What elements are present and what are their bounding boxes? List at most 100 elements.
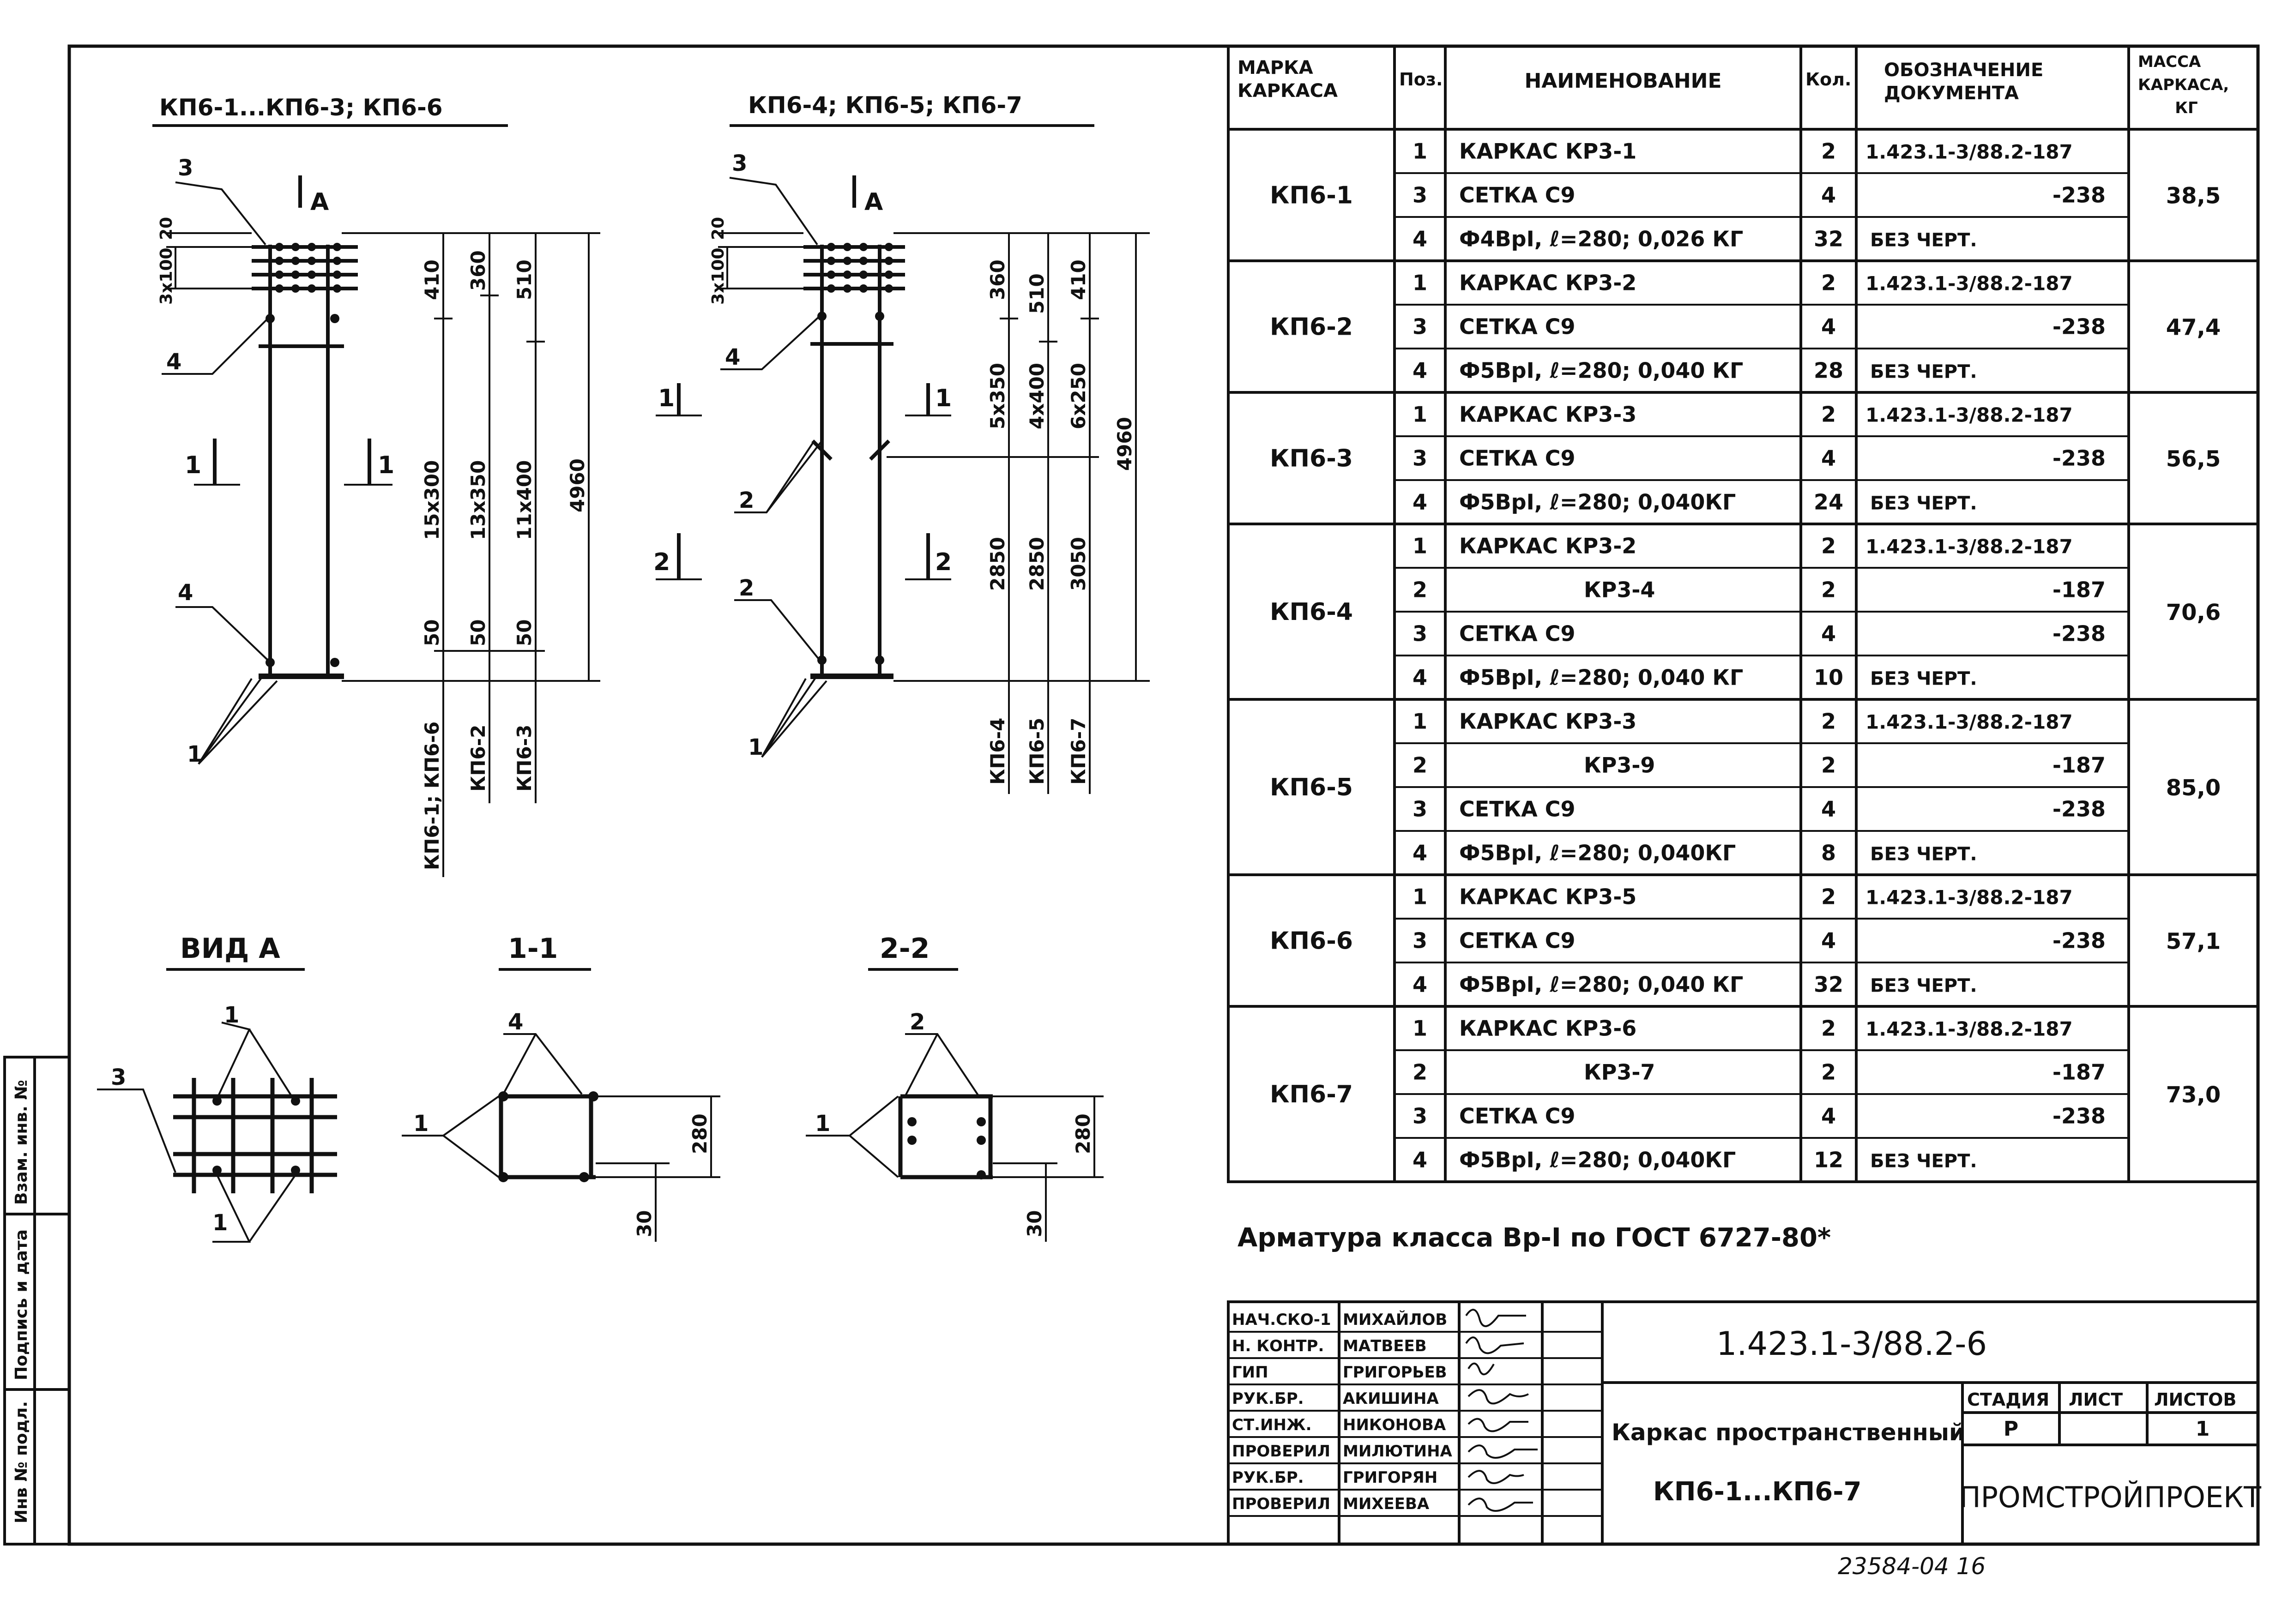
group-mark: КП6-6 <box>1270 927 1353 955</box>
row-name: СЕТКА С9 <box>1459 314 1576 339</box>
side-inv-orig: Инв № подл. <box>12 1401 31 1523</box>
row-name: КАРКАС КР3-1 <box>1459 139 1636 164</box>
row-qty: 4 <box>1821 621 1836 646</box>
row-pos: 1 <box>1413 402 1427 427</box>
row-pos: 3 <box>1413 928 1427 953</box>
right-sec2-label-b: 2 <box>935 548 952 576</box>
row-doc: 1.423.1-3/88.2-187 <box>1865 886 2073 909</box>
tb-role: НАЧ.СКО-1 <box>1232 1311 1331 1329</box>
right-elevation: КП6-4; КП6-5; КП6-7 А <box>653 92 1150 794</box>
row-doc: 1.423.1-3/88.2-187 <box>1865 711 2073 734</box>
sec-22-leader-1: 1 <box>815 1111 830 1137</box>
sheet-label: ЛИСТ <box>2069 1389 2123 1410</box>
group-mass: 47,4 <box>2166 315 2221 341</box>
row-doc: -187 <box>2053 753 2106 778</box>
tb-role: ПРОВЕРИЛ <box>1232 1495 1330 1513</box>
row-name: СЕТКА С9 <box>1459 183 1576 208</box>
row-qty: 8 <box>1821 841 1836 866</box>
left-c1-top: 410 <box>421 259 443 300</box>
signatures <box>1465 1309 1538 1512</box>
right-leader-1: 1 <box>748 734 763 760</box>
left-c4: 4960 <box>566 458 589 512</box>
row-qty: 4 <box>1821 446 1836 471</box>
row-pos: 3 <box>1413 183 1427 208</box>
left-col-label-2: КП6-2 <box>467 725 489 792</box>
doc-code: 1.423.1-3/88.2-6 <box>1716 1325 1987 1363</box>
sec-11-title: 1-1 <box>508 932 558 965</box>
left-c2-top: 360 <box>467 250 489 291</box>
row-pos: 1 <box>1413 139 1427 164</box>
row-pos: 1 <box>1413 709 1427 734</box>
sec-11-dim-280: 280 <box>688 1113 711 1154</box>
row-pos: 3 <box>1413 314 1427 339</box>
stage-label: СТАДИЯ <box>1967 1389 2049 1410</box>
row-pos: 4 <box>1413 490 1427 515</box>
tb-name: МАТВЕЕВ <box>1343 1337 1427 1355</box>
sec-22-leader-2: 2 <box>910 1009 925 1035</box>
row-qty: 32 <box>1814 972 1843 997</box>
row-qty: 4 <box>1821 928 1836 953</box>
row-doc: БЕЗ ЧЕРТ. <box>1870 493 1977 514</box>
row-doc: БЕЗ ЧЕРТ. <box>1870 844 1977 865</box>
row-doc: -238 <box>2053 314 2106 339</box>
right-c2-mid: 4х400 <box>1026 363 1048 429</box>
row-qty: 2 <box>1821 884 1836 909</box>
row-doc: 1.423.1-3/88.2-187 <box>1865 1018 2073 1041</box>
sec-22-dim-30: 30 <box>1023 1210 1046 1237</box>
right-c4: 4960 <box>1113 417 1136 471</box>
view-a-leader-1-bot: 1 <box>212 1210 228 1236</box>
tb-role: РУК.БР. <box>1232 1389 1304 1408</box>
row-pos: 2 <box>1413 1060 1427 1085</box>
row-doc: -238 <box>2053 1104 2106 1129</box>
row-name: Ф5ВрI, ℓ=280; 0,040КГ <box>1459 841 1736 866</box>
left-c3-top: 510 <box>513 259 536 300</box>
row-qty: 4 <box>1821 314 1836 339</box>
tb-name: МИХЕЕВА <box>1343 1495 1430 1513</box>
row-qty: 2 <box>1821 1016 1836 1041</box>
row-name: Ф5ВрI, ℓ=280; 0,040 КГ <box>1459 972 1743 997</box>
sec-22-title: 2-2 <box>880 932 930 965</box>
row-doc: БЕЗ ЧЕРТ. <box>1870 1151 1977 1172</box>
group-mark: КП6-1 <box>1270 182 1353 210</box>
row-doc: 1.423.1-3/88.2-187 <box>1865 535 2073 558</box>
sheets-value: 1 <box>2196 1417 2210 1441</box>
left-elevation: КП6-1...КП6-3; КП6-6 А <box>152 94 600 877</box>
row-name: СЕТКА С9 <box>1459 1104 1576 1129</box>
row-qty: 2 <box>1821 271 1836 295</box>
row-pos: 1 <box>1413 1016 1427 1041</box>
right-c2-bot: 2850 <box>1026 537 1048 591</box>
tb-role: ПРОВЕРИЛ <box>1232 1442 1330 1461</box>
right-sec1-label-b: 1 <box>935 385 952 412</box>
row-doc: -238 <box>2053 621 2106 646</box>
section-2-2: 2-2 2 1 280 30 <box>806 932 1104 1242</box>
side-stamp-texts: Инв № подл. Подпись и дата Взам. инв. № <box>12 1080 31 1523</box>
sheets-label: ЛИСТОВ <box>2154 1389 2236 1410</box>
row-qty: 2 <box>1821 1060 1836 1085</box>
left-sec1-label-a: 1 <box>185 451 201 479</box>
bottom-code: 23584-04 16 <box>1838 1553 1986 1580</box>
row-doc: 1.423.1-3/88.2-187 <box>1865 141 2073 163</box>
row-name: КАРКАС КР3-3 <box>1459 402 1636 427</box>
hdr-mark-1: МАРКА <box>1238 57 1313 78</box>
tb-role: ГИП <box>1232 1363 1268 1382</box>
stage-value: Р <box>2004 1417 2018 1441</box>
right-leader-2a: 2 <box>739 487 754 513</box>
row-pos: 4 <box>1413 227 1427 252</box>
row-doc: БЕЗ ЧЕРТ. <box>1870 361 1977 383</box>
row-doc: БЕЗ ЧЕРТ. <box>1870 668 1977 690</box>
hdr-doc-1: ОБОЗНАЧЕНИЕ <box>1884 60 2043 81</box>
tb-name: АКИШИНА <box>1343 1389 1439 1408</box>
row-pos: 3 <box>1413 621 1427 646</box>
row-doc: БЕЗ ЧЕРТ. <box>1870 230 1977 251</box>
left-leader-4a: 4 <box>166 349 181 375</box>
hdr-doc-2: ДОКУМЕНТА <box>1884 83 2019 104</box>
title-line-2: КП6-1...КП6-7 <box>1653 1477 1861 1507</box>
left-marker-a: А <box>310 188 329 216</box>
sec-11-leader-1: 1 <box>413 1111 429 1137</box>
sheet-frame <box>67 44 2260 1546</box>
hdr-name: НАИМЕНОВАНИЕ <box>1524 69 1721 93</box>
row-pos: 4 <box>1413 665 1427 690</box>
